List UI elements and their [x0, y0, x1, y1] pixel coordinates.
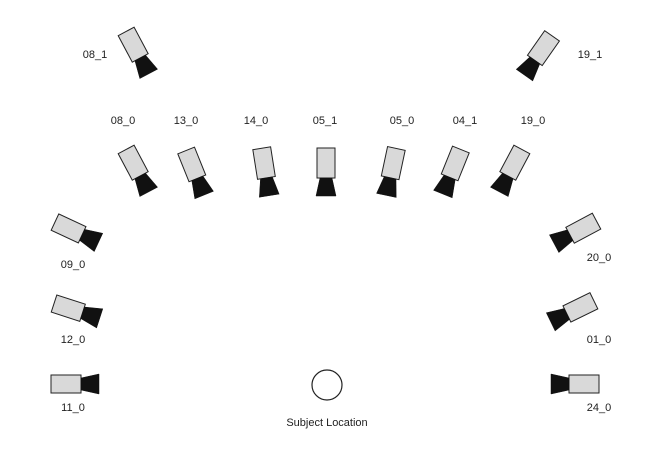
camera-lens [376, 176, 397, 198]
camera-20-0: 20_0 [549, 212, 611, 264]
camera-24-0: 24_0 [550, 373, 611, 414]
camera-icon [50, 213, 104, 252]
camera-label: 05_0 [390, 115, 414, 127]
camera-14-0: 14_0 [244, 115, 280, 198]
camera-icon [50, 294, 104, 329]
camera-09-0: 09_0 [50, 213, 104, 271]
camera-08-0: 08_0 [111, 115, 158, 197]
camera-lens [433, 174, 456, 199]
camera-body [568, 374, 600, 394]
cameras-layer: 08_1 19_1 08_0 13_0 14_0 05_1 05_0 04_1 19_0 09_0… [50, 26, 611, 414]
camera-lens [550, 373, 570, 395]
camera-body [316, 147, 336, 179]
camera-label: 04_1 [453, 115, 477, 127]
camera-lens [79, 229, 104, 252]
camera-label: 08_1 [83, 49, 107, 61]
camera-label: 20_0 [587, 252, 611, 264]
camera-icon [376, 145, 406, 198]
camera-08-1: 08_1 [83, 26, 158, 79]
camera-lens [134, 172, 158, 197]
camera-label: 05_1 [313, 115, 337, 127]
camera-12-0: 12_0 [50, 294, 104, 346]
camera-label: 14_0 [244, 115, 268, 127]
camera-lens [545, 308, 570, 332]
camera-label: 19_1 [578, 49, 602, 61]
camera-lens [80, 306, 104, 329]
camera-icon [177, 146, 214, 200]
camera-icon [117, 26, 158, 79]
camera-lens [259, 176, 280, 198]
camera-label: 09_0 [61, 259, 85, 271]
camera-icon [433, 145, 470, 199]
camera-label: 13_0 [174, 115, 198, 127]
subject-label: Subject Location [286, 417, 367, 429]
camera-lens [191, 175, 214, 200]
camera-lens [315, 177, 337, 197]
camera-13-0: 13_0 [174, 115, 214, 200]
camera-lens [549, 229, 574, 253]
camera-icon [50, 373, 100, 395]
camera-label: 12_0 [61, 334, 85, 346]
camera-icon [515, 29, 561, 82]
camera-05-0: 05_0 [376, 115, 414, 198]
subject-circle [311, 369, 343, 401]
camera-body [252, 146, 276, 180]
camera-lens [134, 54, 158, 79]
camera-body [50, 374, 82, 394]
camera-19-1: 19_1 [515, 29, 602, 82]
camera-icon [549, 212, 602, 253]
camera-label: 01_0 [587, 334, 611, 346]
camera-lens [490, 172, 514, 197]
camera-body [380, 145, 406, 181]
camera-01-0: 01_0 [545, 292, 611, 346]
camera-04-1: 04_1 [433, 115, 477, 199]
camera-05-1: 05_1 [313, 115, 337, 197]
camera-icon [490, 144, 531, 197]
camera-icon [550, 373, 600, 395]
camera-body [50, 294, 86, 322]
camera-icon [252, 146, 280, 198]
camera-lens [515, 56, 541, 82]
subject-marker: Subject Location [286, 369, 368, 429]
camera-label: 08_0 [111, 115, 135, 127]
camera-label: 19_0 [521, 115, 545, 127]
camera-11-0: 11_0 [50, 373, 100, 414]
camera-icon [545, 292, 599, 332]
camera-lens [80, 373, 100, 395]
camera-icon [315, 147, 337, 197]
camera-label: 24_0 [587, 402, 611, 414]
camera-19-0: 19_0 [490, 115, 545, 197]
camera-label: 11_0 [61, 402, 85, 414]
camera-icon [117, 144, 158, 197]
